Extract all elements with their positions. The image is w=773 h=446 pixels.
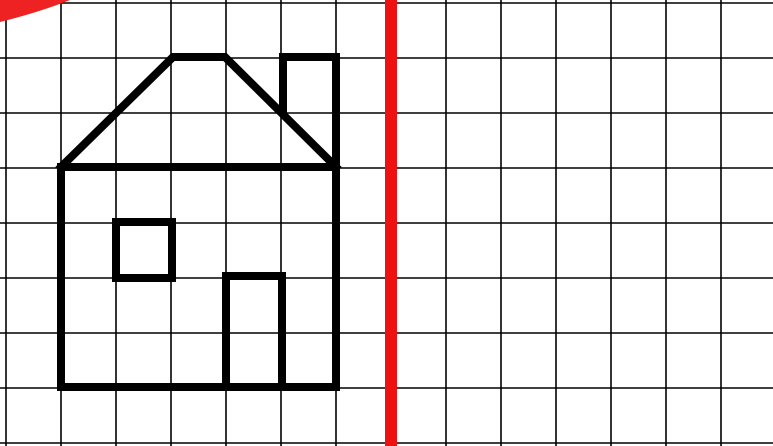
symmetry-worksheet xyxy=(0,0,773,446)
